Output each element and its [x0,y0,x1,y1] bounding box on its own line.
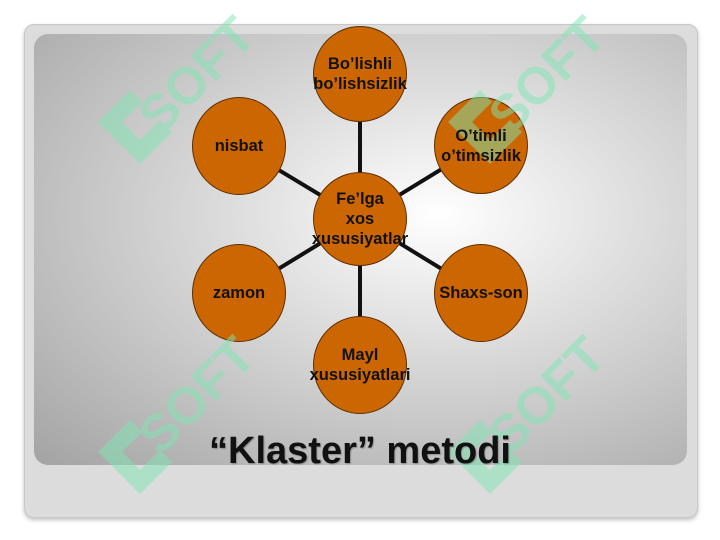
cluster-node-bolishli: Bo’lishli bo’lishsizlik [313,26,407,122]
cluster-node-otimli: O’timli o’timsizlik [434,97,528,194]
center-node-label: Fe’lga xos xususiyatlar [311,190,409,248]
cluster-node-nisbat: nisbat [192,97,286,195]
node-label: O’timli o’timsizlik [441,126,521,165]
cluster-node-zamon: zamon [192,244,286,342]
node-label: Bo’lishli bo’lishsizlik [313,55,407,93]
cluster-node-mayl: Mayl xususiyatlari [310,316,410,414]
node-label: zamon [212,284,266,302]
cluster-node-shaxs-son: Shaxs-son [434,244,528,342]
node-label: Shaxs-son [439,284,523,302]
node-label: nisbat [214,137,264,155]
cluster-center-node: Fe’lga xos xususiyatlar [311,172,409,266]
node-label: Mayl xususiyatlari [309,346,411,384]
slide-title: “Klaster” metodi [209,430,511,472]
